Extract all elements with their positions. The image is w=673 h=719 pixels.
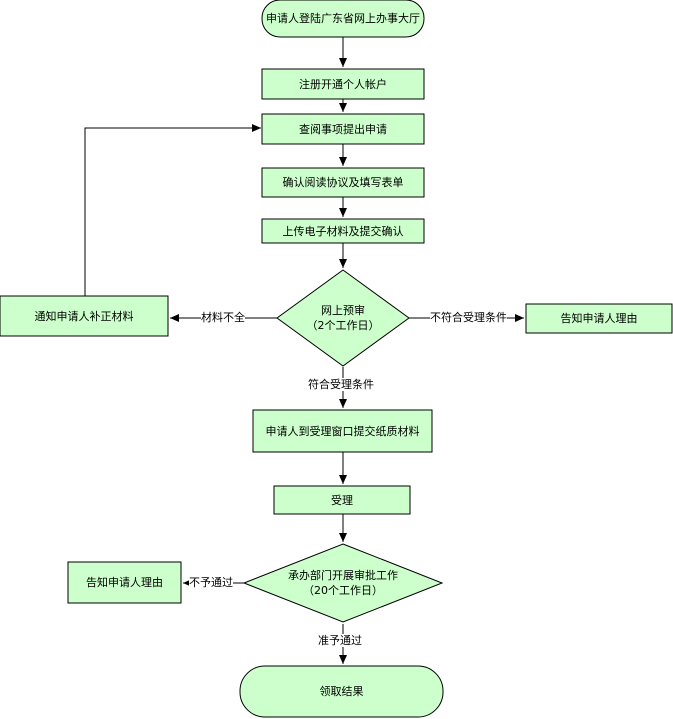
browse-label: 查阅事项提出申请 xyxy=(299,122,387,136)
browse-box xyxy=(261,113,425,145)
approval-decision xyxy=(242,543,444,623)
notify-supplement-box xyxy=(0,295,169,337)
confirm-agreement-label: 确认阅读协议及填写表单 xyxy=(282,176,404,189)
upload-box xyxy=(261,218,425,244)
notify-reason-label-2: 告知申请人理由 xyxy=(86,576,163,589)
edge-label-incomplete: 材料不全 xyxy=(201,311,245,324)
edge-label-approved: 准予通过 xyxy=(318,634,362,647)
edge-supplement-browse xyxy=(84,124,261,296)
submit-paper-box xyxy=(252,409,433,453)
precheck-decision xyxy=(276,269,410,367)
start-label: 申请人登陆广东省网上办事大厅 xyxy=(266,12,420,25)
notify-reason-box-2 xyxy=(67,561,182,604)
notify-supplement-label: 通知申请人补正材料 xyxy=(34,309,134,323)
notify-reason-box-1 xyxy=(525,303,673,334)
precheck-label: 网上预审 （2个工作日） xyxy=(306,304,380,332)
start-terminal xyxy=(261,0,425,38)
edge-label-rejected: 不予通过 xyxy=(189,576,233,589)
edge-label-eligible: 符合受理条件 xyxy=(308,378,374,391)
submit-paper-label: 申请人到受理窗口提交纸质材料 xyxy=(265,424,420,438)
collect-terminal xyxy=(239,665,444,718)
notify-reason-label-1: 告知申请人理由 xyxy=(560,312,638,325)
edge-label-not-eligible: 不符合受理条件 xyxy=(430,311,507,324)
approval-label: 承办部门开展审批工作 （20个工作日） xyxy=(288,569,398,597)
register-box xyxy=(261,68,425,100)
upload-label: 上传电子材料及提交确认 xyxy=(282,224,404,238)
accept-box xyxy=(273,485,411,515)
accept-label: 受理 xyxy=(331,493,353,507)
collect-label: 领取结果 xyxy=(319,685,364,698)
confirm-agreement-box xyxy=(261,167,425,198)
register-label: 注册开通个人帐户 xyxy=(299,77,387,91)
